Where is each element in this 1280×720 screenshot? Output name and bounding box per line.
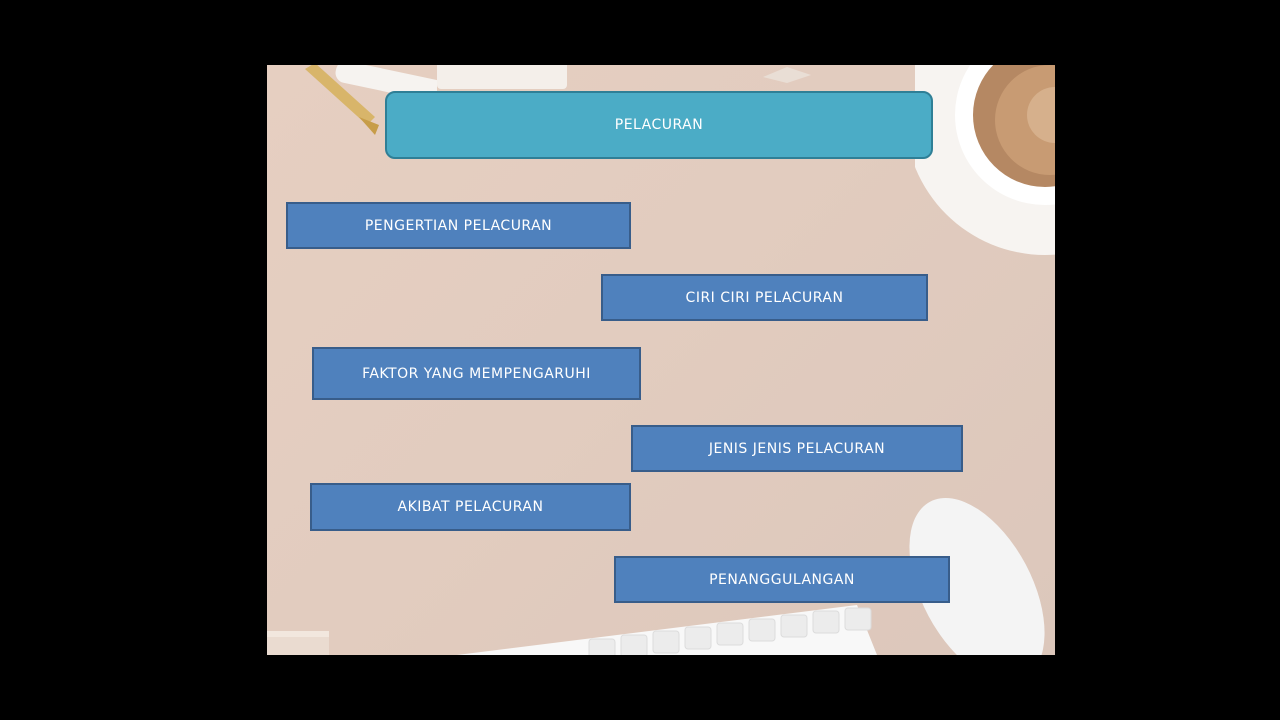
topic-penanggulangan[interactable]: PENANGGULANGAN: [614, 556, 950, 603]
topic-akibat[interactable]: AKIBAT PELACURAN: [310, 483, 631, 531]
topic-jenis-jenis[interactable]: JENIS JENIS PELACURAN: [631, 425, 963, 472]
clip-icon: [763, 67, 811, 83]
topic-pengertian[interactable]: PENGERTIAN PELACURAN: [286, 202, 631, 249]
slide-title: PELACURAN: [385, 91, 933, 159]
topic-faktor[interactable]: FAKTOR YANG MEMPENGARUHI: [312, 347, 641, 400]
coffee-cup-icon: [915, 65, 1055, 255]
mouse-icon: [909, 498, 1045, 655]
topic-ciri-ciri[interactable]: CIRI CIRI PELACURAN: [601, 274, 928, 321]
paper-icon: [437, 65, 567, 89]
presentation-slide: PELACURAN PENGERTIAN PELACURAN CIRI CIRI…: [267, 65, 1055, 655]
keyboard-icon: [457, 605, 877, 655]
box-icon: [267, 631, 329, 655]
